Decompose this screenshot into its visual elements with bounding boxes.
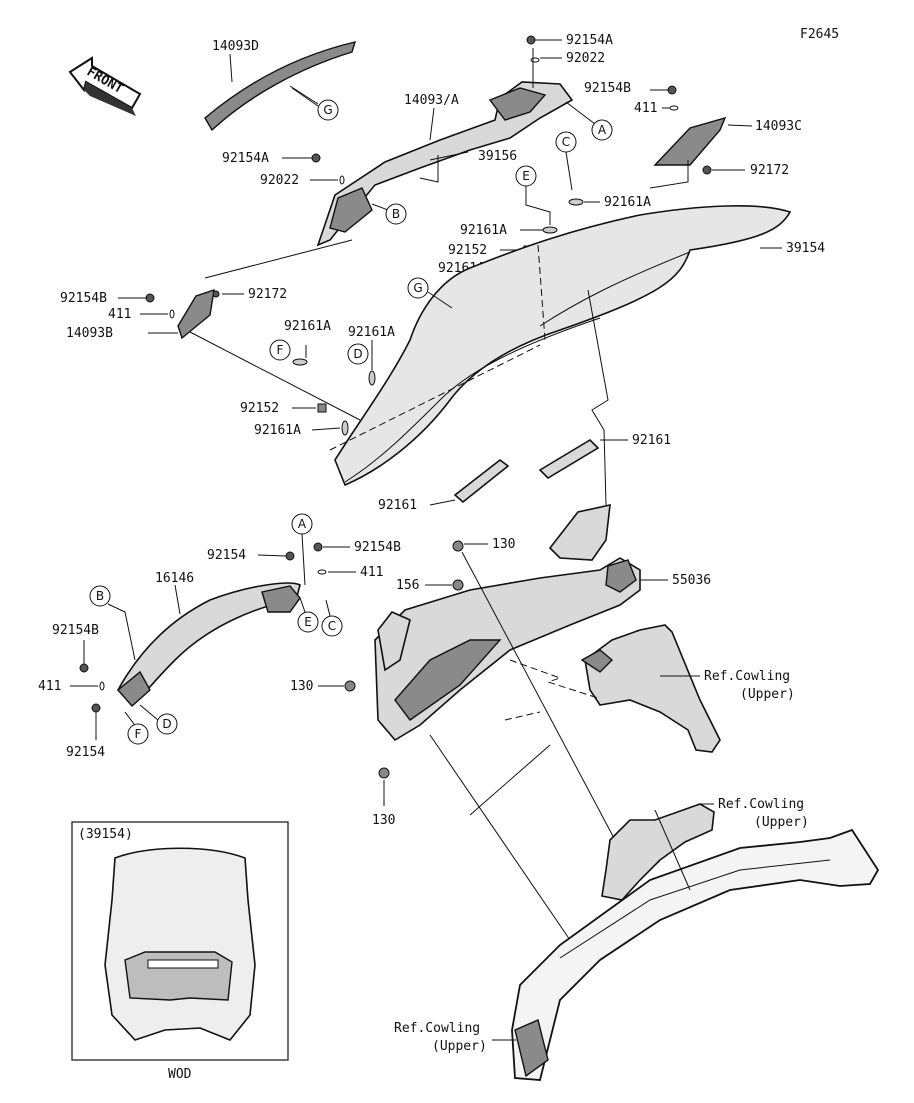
label-55036: 55036 <box>672 573 711 588</box>
label-ref-cowling-1a: Ref.Cowling <box>704 669 790 684</box>
label-39156: 39156 <box>478 149 517 164</box>
label-130-a: 130 <box>492 537 515 552</box>
label-92154b-top: 92154B <box>584 81 631 96</box>
label-39154: 39154 <box>786 241 825 256</box>
label-14093b: 14093B <box>66 326 113 341</box>
label-92154b-b: 92154B <box>354 540 401 555</box>
label-92161-r: 92161 <box>632 433 671 448</box>
callout-a-mid: A <box>298 517 307 531</box>
label-ref-cowling-2a: Ref.Cowling <box>718 797 804 812</box>
label-92172-r: 92172 <box>750 163 789 178</box>
label-16146: 16146 <box>155 571 194 586</box>
label-411-b: 411 <box>360 565 383 580</box>
callout-b-top: B <box>392 207 400 221</box>
inset-title: (39154) <box>78 827 133 842</box>
callout-b-mid: B <box>96 589 104 603</box>
label-92154-bl: 92154 <box>66 745 105 760</box>
label-ref-cowling-3b: (Upper) <box>432 1039 487 1054</box>
label-14093c: 14093C <box>755 119 802 134</box>
label-92161a-b: 92161A <box>348 325 395 340</box>
callout-f-mid: F <box>277 343 284 357</box>
label-130-b: 130 <box>290 679 313 694</box>
part-39154-windscreen <box>334 205 792 487</box>
label-411-bl: 411 <box>38 679 61 694</box>
label-130-c: 130 <box>372 813 395 828</box>
part-14093c-shape <box>653 116 727 166</box>
label-92154a-left: 92154A <box>222 151 269 166</box>
label-411-left: 411 <box>108 307 131 322</box>
ref-cowling-bracket-1 <box>584 624 721 753</box>
label-14093a: 14093/A <box>404 93 459 108</box>
front-arrow-icon: FRONT <box>68 56 142 116</box>
label-92022-top: 92022 <box>566 51 605 66</box>
label-156: 156 <box>396 578 419 593</box>
callout-a-top: A <box>598 123 607 137</box>
label-92154a-top: 92154A <box>566 33 613 48</box>
label-92154b-left: 92154B <box>60 291 107 306</box>
label-92161a-a: 92161A <box>284 319 331 334</box>
part-92161-left <box>453 458 510 504</box>
callout-e-mid: E <box>304 615 312 629</box>
label-ref-cowling-2b: (Upper) <box>754 815 809 830</box>
label-92172-left: 92172 <box>248 287 287 302</box>
part-14093d-shape <box>204 41 357 132</box>
label-92154b-bl: 92154B <box>52 623 99 638</box>
label-92161-l: 92161 <box>378 498 417 513</box>
figure-code: F2645 <box>800 27 839 42</box>
callout-f-bl: F <box>135 727 142 741</box>
callout-g-top: G <box>323 103 332 117</box>
label-92161a-c: 92161A <box>254 423 301 438</box>
label-92154-b: 92154 <box>207 548 246 563</box>
part-14093b-shape <box>177 288 215 340</box>
inset-caption: WOD <box>168 1067 192 1082</box>
label-92161a-r: 92161A <box>604 195 651 210</box>
part-92161-right <box>538 438 600 480</box>
label-92161a-m: 92161A <box>460 223 507 238</box>
callout-c-top: C <box>562 135 570 149</box>
label-14093d: 14093D <box>212 39 259 54</box>
label-ref-cowling-3a: Ref.Cowling <box>394 1021 480 1036</box>
callout-g-mid: G <box>413 281 422 295</box>
callout-e-top: E <box>522 169 530 183</box>
label-92022-left: 92022 <box>260 173 299 188</box>
ref-cowling-bracket-2 <box>601 803 715 901</box>
subframe-shape <box>511 828 880 1081</box>
label-92152-left: 92152 <box>240 401 279 416</box>
callout-c-mid: C <box>328 619 336 633</box>
label-92152-m: 92152 <box>448 243 487 258</box>
callout-d-mid: D <box>353 347 362 361</box>
label-ref-cowling-1b: (Upper) <box>740 687 795 702</box>
inset-windscreen-shape <box>104 847 256 1041</box>
callout-d-bl: D <box>162 717 171 731</box>
label-411-top: 411 <box>634 101 657 116</box>
